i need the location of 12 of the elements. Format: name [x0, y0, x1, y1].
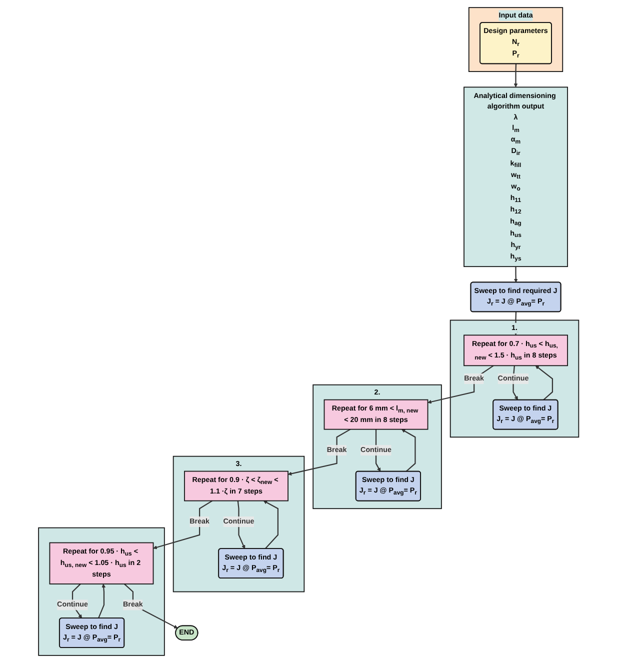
arrow	[153, 500, 213, 549]
arrow	[514, 266, 518, 282]
arrow	[536, 364, 554, 400]
arrow	[514, 63, 518, 87]
arrow	[288, 428, 352, 476]
arrow	[124, 583, 178, 628]
arrow	[514, 311, 518, 335]
arrow	[402, 428, 416, 472]
arrow	[98, 583, 106, 618]
arrow	[264, 500, 279, 549]
cluster	[38, 526, 166, 656]
arrow	[428, 364, 494, 404]
